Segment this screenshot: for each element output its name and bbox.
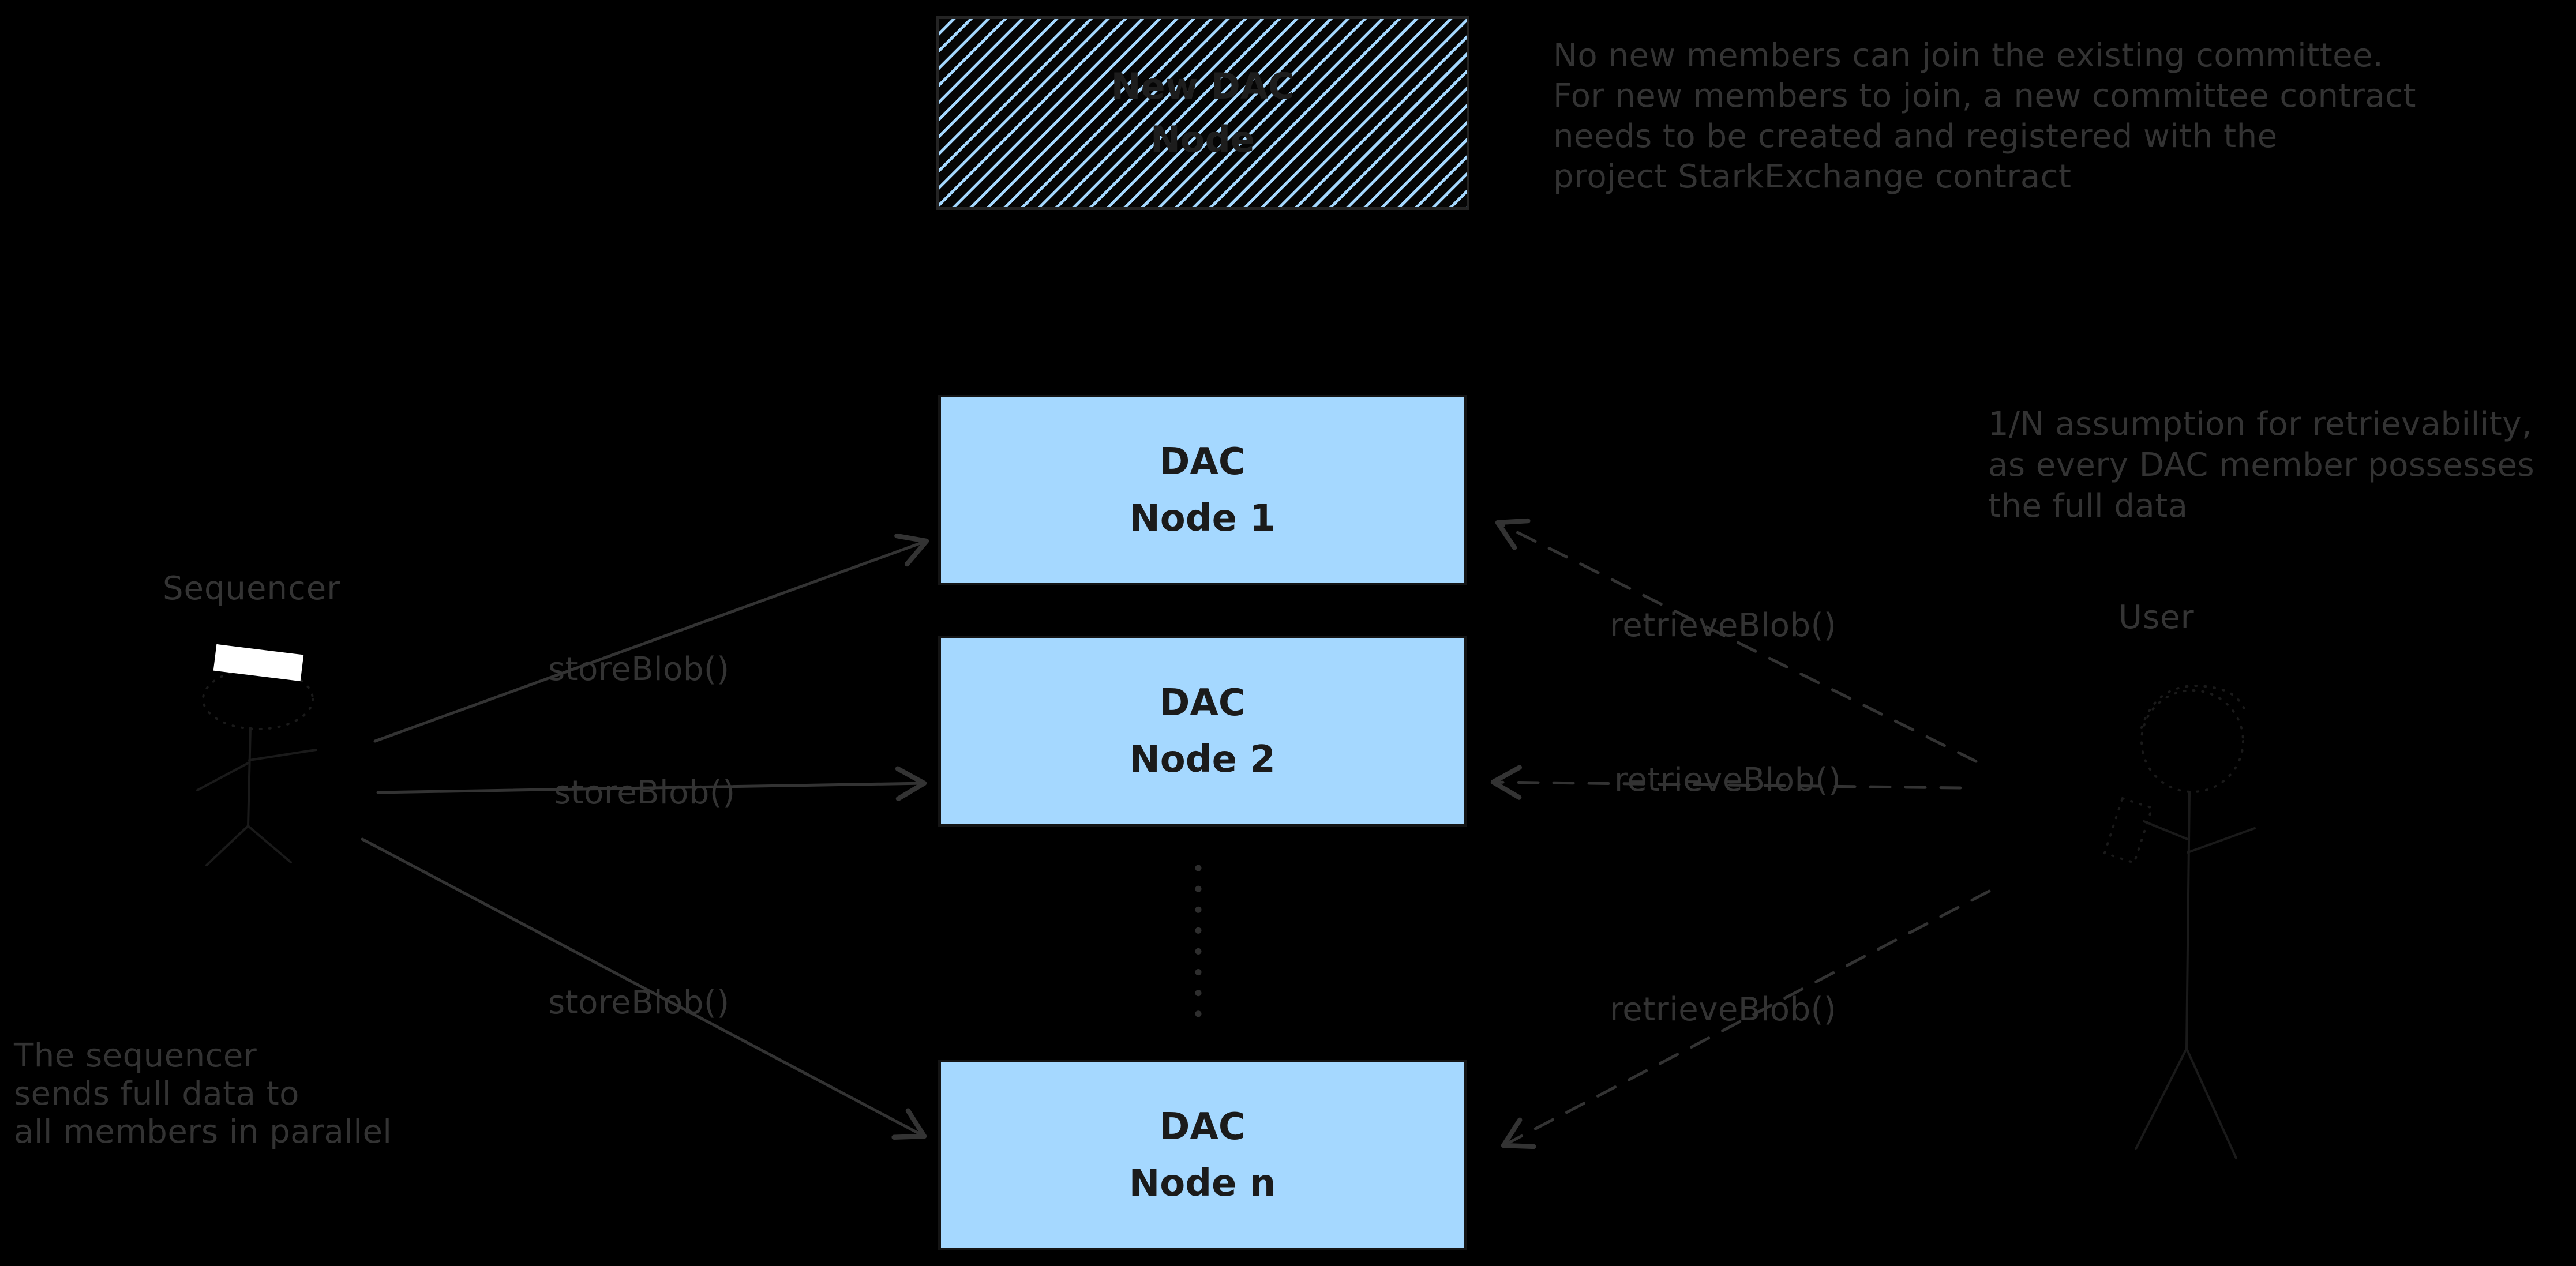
store-blob-label-2: storeBlob(): [554, 774, 736, 812]
retrieve-arrows: [1490, 518, 1991, 1149]
dac-node-1-box: DAC Node 1: [938, 395, 1467, 585]
sequencer-leg-right: [247, 825, 292, 863]
user-head: [2140, 689, 2244, 793]
store-blob-label-1: storeBlob(): [548, 651, 730, 688]
committee-note-line4: project StarkExchange contract: [1553, 158, 2072, 196]
retrievability-note-line1: 1/N assumption for retrievability,: [1988, 405, 2533, 443]
store-arrow-node1: [373, 533, 929, 743]
sequencer-arm-right: [248, 749, 317, 761]
dac-node-2-line2: Node 2: [1129, 738, 1276, 781]
sequencer-body: [247, 727, 252, 827]
parallel-note: The sequencer sends full data to all mem…: [14, 1037, 392, 1151]
dac-node-2-box: DAC Node 2: [938, 636, 1467, 827]
store-arrow-noden: [361, 837, 927, 1140]
retrievability-note: 1/N assumption for retrievability, as ev…: [1988, 404, 2534, 527]
committee-note-line1: No new members can join the existing com…: [1553, 37, 2384, 74]
sequencer-hat: [213, 644, 304, 682]
user-leg-left: [2135, 1047, 2188, 1150]
sequencer-arm-left: [196, 761, 250, 791]
dac-node-1-line2: Node 1: [1129, 497, 1276, 540]
new-dac-node-label-line2: Node: [1150, 118, 1255, 160]
user-body: [2185, 791, 2191, 1050]
committee-note-line2: For new members to join, a new committee…: [1553, 77, 2416, 115]
new-dac-node-label-line1: New DAC: [1111, 65, 1295, 107]
sequencer-label: Sequencer: [163, 570, 341, 607]
user-label: User: [2118, 599, 2195, 636]
dac-node-1-line1: DAC: [1159, 440, 1246, 483]
parallel-note-line1: The sequencer: [14, 1037, 257, 1075]
user-hair: [2140, 685, 2248, 729]
dac-node-n-line2: Node n: [1128, 1162, 1276, 1205]
user-phone: [2103, 797, 2154, 865]
retrieve-blob-label-2: retrieveBlob(): [1614, 761, 1842, 799]
retrievability-note-line2: as every DAC member possesses: [1988, 446, 2535, 484]
parallel-note-line3: all members in parallel: [14, 1113, 392, 1151]
retrieve-arrow-noden: [1501, 889, 1991, 1149]
new-dac-node-box: New DAC Node: [936, 16, 1469, 210]
parallel-note-line2: sends full data to: [14, 1075, 299, 1113]
store-arrows: [361, 533, 929, 1140]
committee-note-line3: needs to be created and registered with …: [1553, 118, 2278, 155]
retrieve-arrow-node2: [1490, 765, 1962, 800]
retrievability-note-line3: the full data: [1988, 487, 2188, 525]
retrieve-arrow-node1: [1495, 518, 1978, 763]
dac-node-n-box: DAC Node n: [938, 1060, 1467, 1250]
store-blob-label-3: storeBlob(): [548, 984, 730, 1021]
retrieve-blob-label-3: retrieveBlob(): [1610, 991, 1837, 1028]
sequencer-leg-left: [205, 825, 249, 866]
store-arrow-node2: [376, 766, 927, 801]
retrieve-blob-label-1: retrieveBlob(): [1610, 607, 1837, 644]
committee-note: No new members can join the existing com…: [1553, 36, 2416, 197]
dac-node-2-line1: DAC: [1159, 681, 1246, 724]
user-figure: [2103, 685, 2256, 1159]
user-leg-right: [2185, 1047, 2237, 1159]
user-arm-left: [2143, 820, 2189, 840]
sequencer-figure: [196, 644, 317, 866]
user-arm-right: [2187, 827, 2256, 854]
dac-node-n-line1: DAC: [1159, 1105, 1246, 1148]
